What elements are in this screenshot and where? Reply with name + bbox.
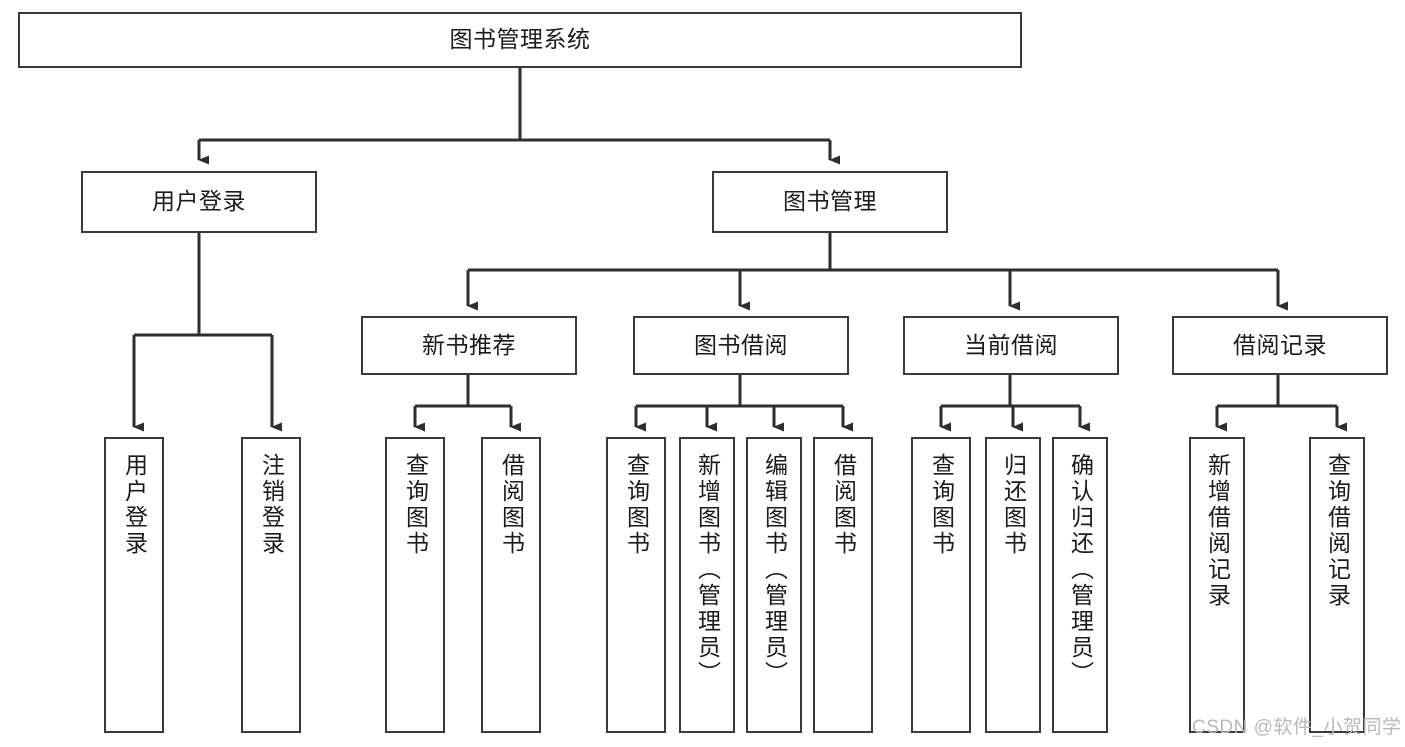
node-leaf-return-book[interactable]: 归还图书 [985,437,1041,733]
node-leaf-user-login-label: 用户登录 [121,453,148,557]
node-book-manage[interactable]: 图书管理 [712,171,948,233]
node-leaf-query-book-borrow[interactable]: 查询图书 [606,437,666,733]
node-book-manage-label: 图书管理 [783,188,877,215]
node-leaf-add-borrow-record-label: 新增借阅记录 [1204,453,1231,609]
node-leaf-query-book-rec[interactable]: 查询图书 [385,437,445,733]
node-leaf-borrow-book-borrow-label: 借阅图书 [830,453,857,557]
node-leaf-edit-book-admin-label: 编辑图书（管理员） [761,453,788,687]
node-leaf-add-book-admin[interactable]: 新增图书（管理员） [679,437,735,733]
node-current-borrow[interactable]: 当前借阅 [903,316,1119,375]
node-leaf-query-book-rec-label: 查询图书 [402,453,429,557]
node-leaf-edit-book-admin[interactable]: 编辑图书（管理员） [746,437,802,733]
node-borrow-record-label: 借阅记录 [1233,331,1327,358]
node-user-login[interactable]: 用户登录 [81,171,317,233]
node-root-label: 图书管理系统 [449,26,591,53]
node-leaf-logout[interactable]: 注销登录 [241,437,301,733]
node-current-borrow-label: 当前借阅 [964,331,1058,358]
node-book-borrow-label: 图书借阅 [694,331,788,358]
node-leaf-borrow-book-rec[interactable]: 借阅图书 [481,437,541,733]
node-leaf-query-book-current[interactable]: 查询图书 [911,437,971,733]
node-leaf-query-book-current-label: 查询图书 [928,453,955,557]
node-borrow-record[interactable]: 借阅记录 [1172,316,1388,375]
node-leaf-query-borrow-record-label: 查询借阅记录 [1324,453,1351,609]
node-leaf-confirm-return-admin[interactable]: 确认归还（管理员） [1052,437,1108,733]
node-new-book-recommend[interactable]: 新书推荐 [361,316,577,375]
node-leaf-query-book-borrow-label: 查询图书 [623,453,650,557]
node-leaf-add-borrow-record[interactable]: 新增借阅记录 [1189,437,1245,733]
node-leaf-query-borrow-record[interactable]: 查询借阅记录 [1309,437,1365,733]
node-leaf-user-login[interactable]: 用户登录 [104,437,164,733]
node-leaf-add-book-admin-label: 新增图书（管理员） [694,453,721,687]
node-book-borrow[interactable]: 图书借阅 [633,316,849,375]
node-leaf-confirm-return-admin-label: 确认归还（管理员） [1067,453,1094,687]
node-leaf-borrow-book-rec-label: 借阅图书 [498,453,525,557]
node-new-book-recommend-label: 新书推荐 [422,331,516,358]
node-leaf-borrow-book-borrow[interactable]: 借阅图书 [813,437,873,733]
csdn-watermark: CSDN @软件_小贺同学 [1192,717,1402,738]
node-leaf-return-book-label: 归还图书 [1000,453,1027,557]
node-root[interactable]: 图书管理系统 [18,12,1022,68]
node-leaf-logout-label: 注销登录 [258,453,285,557]
node-user-login-label: 用户登录 [152,188,246,215]
